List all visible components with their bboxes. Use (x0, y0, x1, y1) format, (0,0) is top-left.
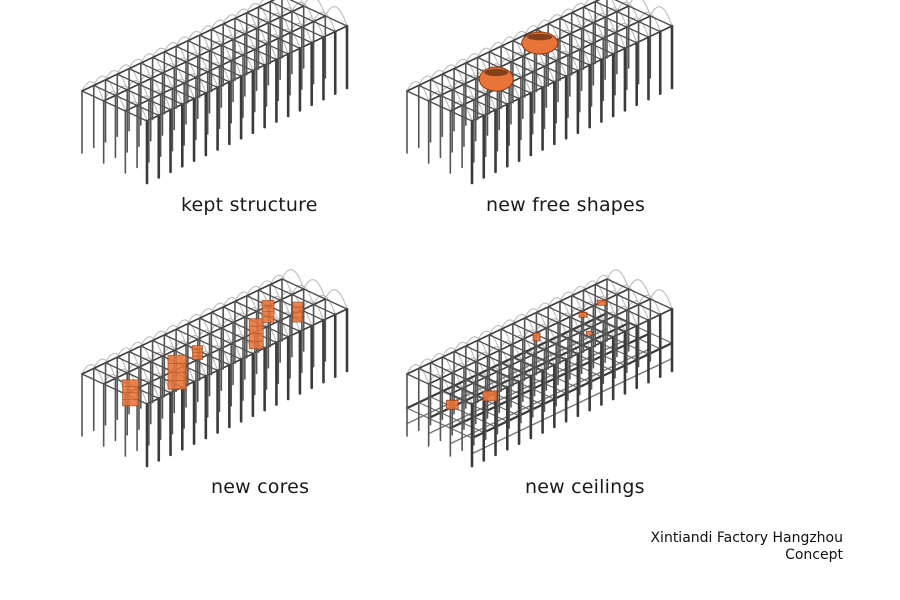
ceiling-volume (578, 311, 588, 318)
panel-kept-structure (70, 0, 349, 195)
structural-frame (81, 0, 349, 185)
panel-new-cores (70, 269, 349, 478)
panel-new-ceilings (395, 269, 674, 478)
ceiling-volume (585, 330, 593, 336)
ceiling-volume (596, 299, 607, 306)
frame-drawing-new-cores (81, 269, 349, 468)
caption-new-ceilings: new ceilings (525, 476, 645, 498)
caption-new-cores: new cores (211, 476, 310, 498)
caption-new-free-shapes: new free shapes (486, 194, 646, 216)
panel-new-free-shapes (395, 0, 674, 195)
structural-frame (406, 0, 674, 185)
project-title: Xintiandi Factory Hangzhou (650, 530, 843, 546)
structural-frame (405, 269, 674, 468)
frame-drawing-kept-structure (81, 0, 349, 185)
ceiling-volume (532, 332, 541, 342)
project-credit: Xintiandi Factory Hangzhou Concept (650, 530, 843, 564)
project-subtitle: Concept (785, 547, 843, 563)
frame-drawing-new-ceilings (405, 269, 674, 468)
ceiling-volume (445, 399, 459, 410)
caption-kept-structure: kept structure (181, 194, 318, 216)
frame-drawing-new-free-shapes (406, 0, 674, 185)
structural-frame (81, 269, 349, 468)
ceiling-volume (482, 390, 498, 402)
